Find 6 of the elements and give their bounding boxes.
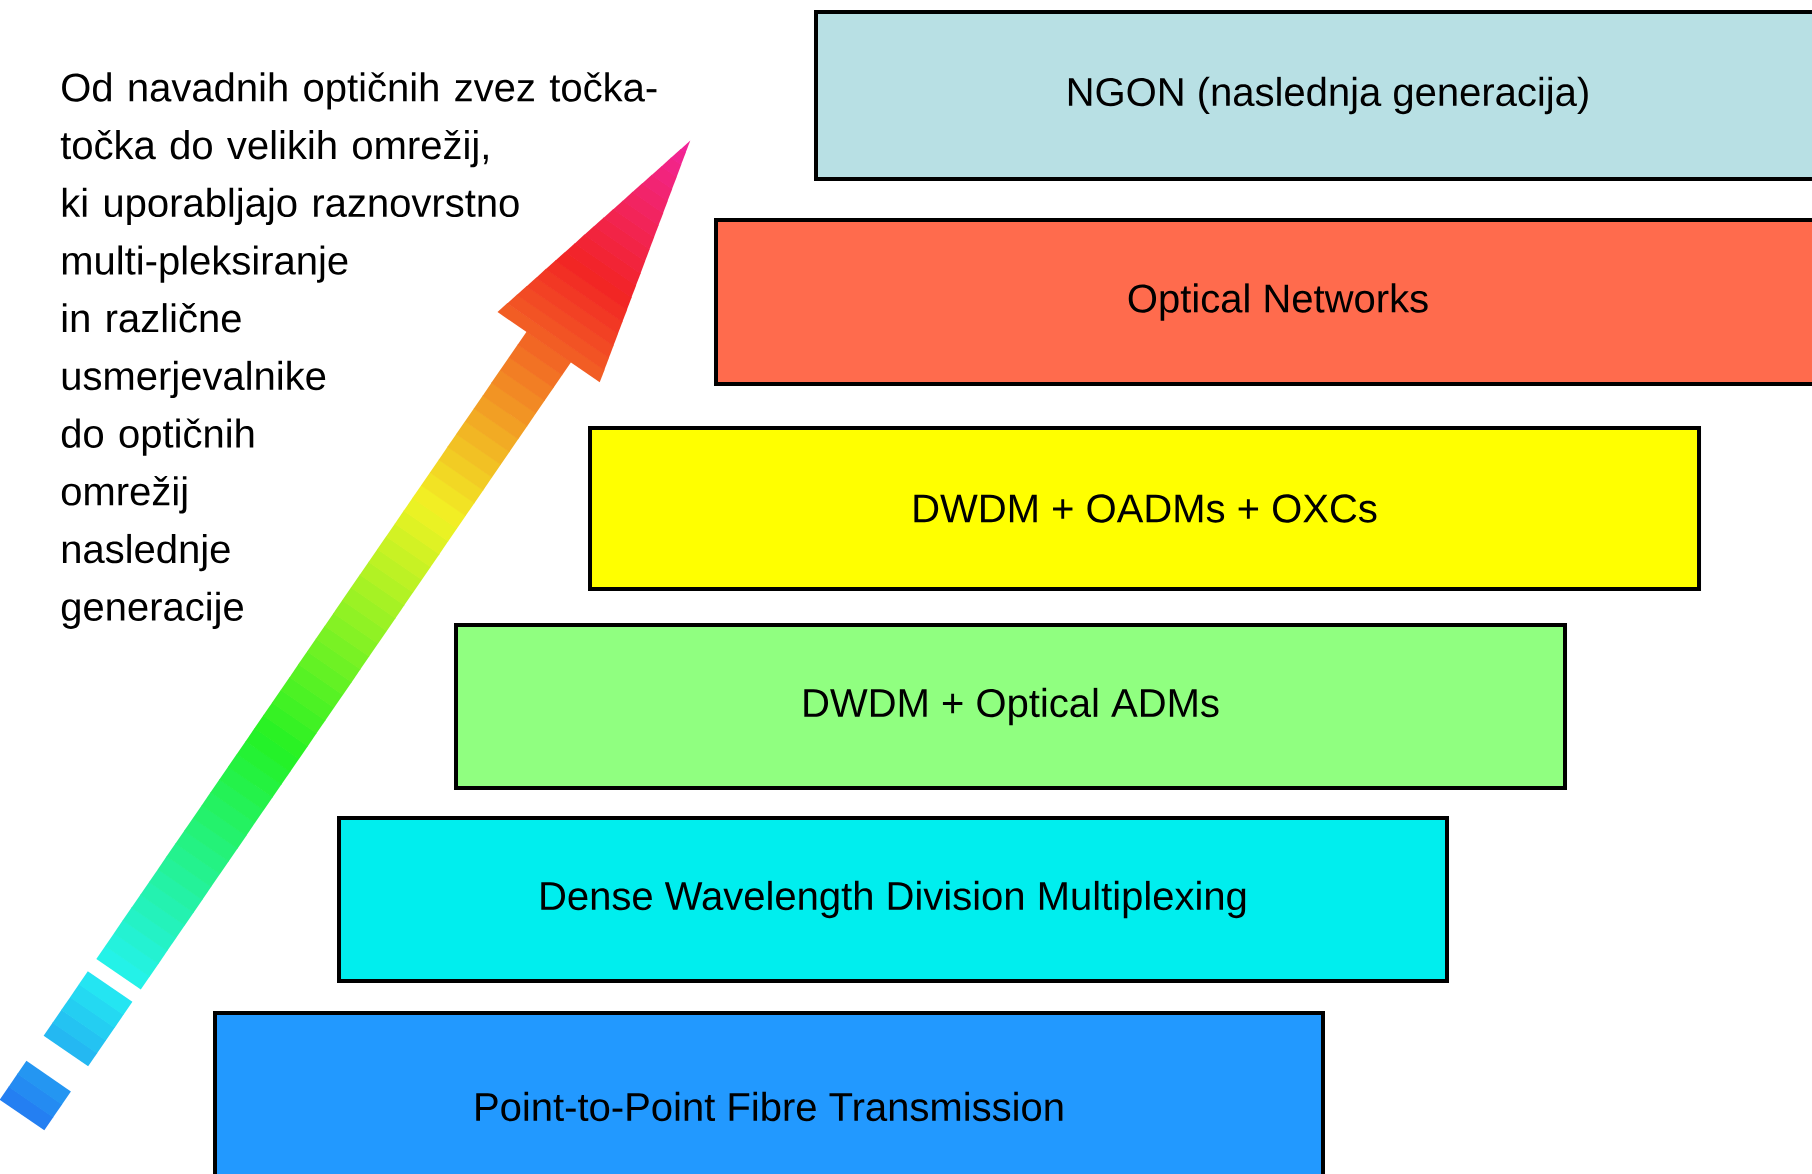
- layer-box: DWDM + Optical ADMs: [454, 623, 1567, 790]
- layer-box: Point-to-Point Fibre Transmission: [213, 1011, 1325, 1174]
- layer-box: Optical Networks: [714, 218, 1812, 386]
- layer-box: NGON (naslednja generacija): [814, 10, 1812, 181]
- layer-box: Dense Wavelength Division Multiplexing: [337, 816, 1449, 983]
- layer-box: DWDM + OADMs + OXCs: [588, 426, 1701, 591]
